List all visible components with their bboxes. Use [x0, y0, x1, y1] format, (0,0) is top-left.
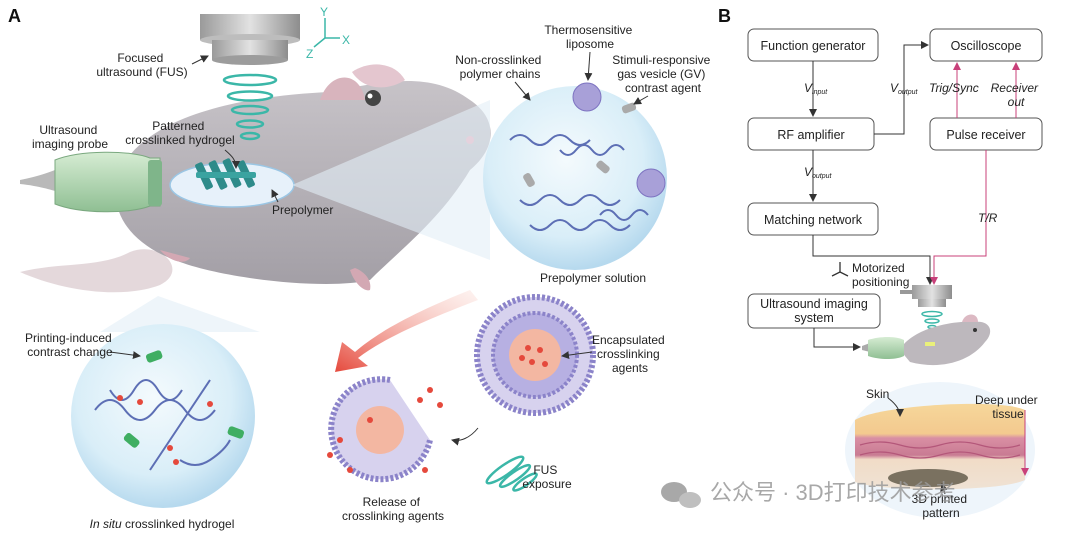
- hydrogel-pattern: [195, 158, 256, 190]
- fus-transducer: [200, 14, 300, 65]
- svg-text:Function generator: Function generator: [761, 39, 866, 53]
- fus-waves: [222, 73, 278, 141]
- prepolymer-label: Prepolymer: [272, 203, 333, 217]
- function-generator-box: Function generator: [747, 28, 879, 62]
- release-label: Release of crosslinking agents: [342, 495, 444, 523]
- svg-text:Pulse receiver: Pulse receiver: [946, 128, 1025, 142]
- tissue-cross-section: [845, 382, 1035, 518]
- svg-text:Oscilloscope: Oscilloscope: [951, 39, 1022, 53]
- t-r-connector: [930, 150, 987, 285]
- ruptured-liposome: [327, 376, 443, 483]
- fus-exposure-label: FUS exposure: [522, 463, 572, 491]
- svg-text:公众号 · 3D打印技术参考: 公众号 · 3D打印技术参考: [710, 480, 956, 505]
- v-output-label-top: Voutput: [890, 81, 919, 96]
- zoom-cone-lower: [100, 296, 260, 332]
- rf-amplifier-box: RF amplifier: [747, 117, 875, 151]
- oscilloscope-box: Oscilloscope: [929, 28, 1043, 62]
- connector-imaging-probe: [813, 328, 861, 351]
- probe-label: Ultrasound imaging probe: [32, 123, 108, 151]
- t-r-label: T/R: [978, 211, 998, 225]
- insitu-label: In situ crosslinked hydrogel: [90, 517, 235, 531]
- deep-tissue-label: Deep under tissue: [975, 393, 1041, 421]
- small-imaging-probe: [862, 337, 904, 359]
- contrast-label: Printing-induced contrast change: [25, 331, 115, 359]
- liposome-label: Thermosensitive liposome: [544, 23, 635, 51]
- matching-network-box: Matching network: [747, 202, 879, 236]
- skin-label: Skin: [866, 387, 889, 401]
- prepolymer-solution-label: Prepolymer solution: [540, 271, 646, 285]
- prepolymer-solution-sphere: [483, 82, 667, 270]
- motorized-label: Motorized positioning: [852, 261, 909, 289]
- intact-liposome: [474, 294, 596, 416]
- motorized-positioning-icon: [831, 262, 849, 277]
- svg-text:Matching network: Matching network: [764, 213, 863, 227]
- fus-exposure-waves: [485, 455, 538, 492]
- fus-label: Focused ultrasound (FUS): [96, 51, 187, 79]
- gv-label: Stimuli-responsive gas vesicle (GV) cont…: [612, 53, 713, 95]
- transducer-b: [900, 285, 952, 330]
- svg-text:RF amplifier: RF amplifier: [777, 128, 844, 142]
- v-output-label-mid: Voutput: [804, 165, 833, 180]
- connector-mn-transducer: [812, 235, 934, 285]
- small-mouse: [900, 314, 991, 366]
- watermark: 公众号 · 3D打印技术参考: [661, 480, 956, 508]
- pulse-receiver-box: Pulse receiver: [929, 117, 1043, 151]
- axis-z-label: Z: [306, 47, 313, 61]
- red-process-arrow: [335, 290, 478, 372]
- zoom-cone: [292, 100, 490, 260]
- v-input-label: Vinput: [804, 81, 828, 96]
- chains-label: Non-crosslinked polymer chains: [455, 53, 544, 81]
- trig-sync-label: Trig/Sync: [929, 81, 979, 95]
- panel-b-letter: B: [718, 6, 731, 26]
- axis-x-label: X: [342, 33, 350, 47]
- panel-a-letter: A: [8, 6, 21, 26]
- hydrogel-label: Patterned crosslinked hydrogel: [125, 119, 234, 147]
- crosslinked-hydrogel-sphere: [71, 324, 255, 508]
- ultrasound-probe: [20, 151, 162, 213]
- receiver-out-label: Receiver out: [991, 81, 1042, 109]
- axis-y-label: Y: [320, 5, 328, 19]
- connector-rf-osc: [874, 41, 929, 135]
- printed-pattern-label: 3D printed pattern: [912, 492, 971, 520]
- axis-indicator: [313, 18, 340, 48]
- encapsulated-label: Encapsulated crosslinking agents: [592, 333, 668, 375]
